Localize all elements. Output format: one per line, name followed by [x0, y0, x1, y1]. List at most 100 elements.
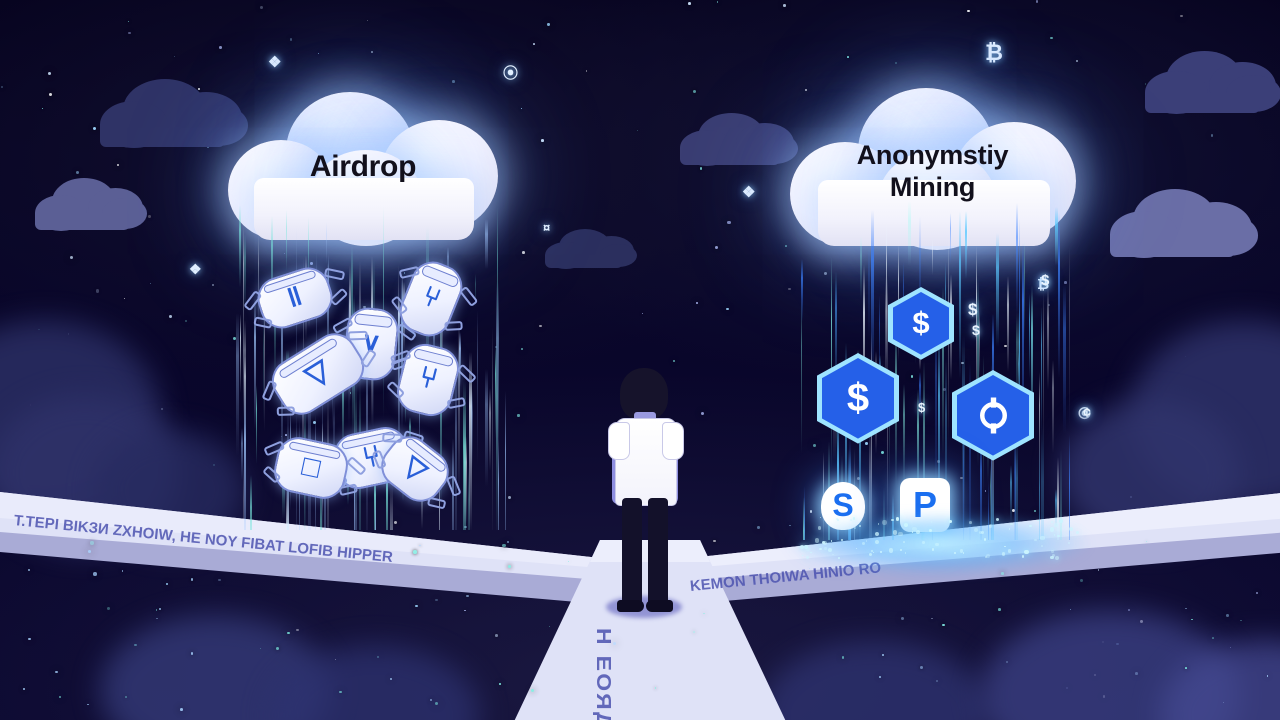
glow-spark — [87, 704, 89, 706]
glow-spark — [1057, 535, 1060, 538]
robot-limb — [347, 330, 368, 341]
star — [847, 56, 849, 59]
star — [285, 434, 288, 436]
falling-robot: ⑂ — [386, 339, 477, 421]
star — [881, 450, 885, 454]
cloud-base — [818, 180, 1050, 246]
star — [197, 87, 201, 91]
mini-currency-icon: ¢ — [1083, 404, 1091, 420]
star — [810, 510, 813, 513]
glow-spark — [1053, 534, 1056, 536]
glow-spark — [1054, 555, 1060, 560]
star — [942, 387, 947, 391]
crypto-glyph-icon: ❖ — [268, 54, 282, 71]
glow-spark — [1024, 549, 1029, 554]
glow-spark — [818, 547, 822, 551]
glow-spark — [838, 557, 841, 559]
glow-spark — [841, 656, 845, 659]
rain-streak — [1046, 287, 1049, 391]
star — [520, 107, 522, 109]
glow-spark — [801, 554, 803, 556]
background-cloud — [1145, 50, 1280, 114]
mini-currency-icon: $ — [972, 322, 980, 338]
star — [641, 312, 643, 314]
star — [1050, 36, 1053, 40]
mini-currency-icon: $ — [918, 400, 926, 415]
star — [1075, 59, 1079, 63]
star — [1240, 620, 1242, 622]
star — [366, 19, 368, 21]
glow-spark — [190, 578, 193, 581]
glow-spark — [259, 647, 262, 650]
glow-spark — [339, 690, 342, 694]
star — [507, 495, 511, 499]
glow-spark — [55, 670, 58, 674]
glow-spark — [980, 530, 984, 534]
star — [184, 319, 188, 323]
glow-spark — [854, 526, 857, 530]
star — [41, 107, 43, 110]
glow-spark — [1135, 671, 1139, 675]
star — [219, 45, 222, 49]
glow-spark — [22, 688, 25, 691]
rain-streak — [244, 355, 247, 425]
glow-spark — [877, 523, 879, 525]
star — [148, 215, 152, 219]
glow-spark — [935, 679, 939, 683]
star — [1034, 509, 1037, 512]
rain-streak — [996, 232, 999, 347]
rain-streak — [242, 226, 244, 350]
mini-currency-icon: $ — [968, 300, 978, 319]
star — [522, 250, 526, 254]
star — [174, 56, 176, 58]
cloud-base — [1145, 92, 1260, 113]
glow-spark — [803, 544, 808, 550]
star — [96, 289, 100, 293]
star — [464, 609, 466, 611]
star — [47, 72, 52, 76]
rain-streak — [256, 384, 258, 464]
star — [166, 582, 169, 585]
rain-streak — [978, 310, 981, 378]
star — [726, 307, 729, 310]
glow-spark — [819, 516, 822, 519]
glow-spark — [156, 617, 158, 620]
star — [123, 298, 125, 300]
glow-spark — [1008, 528, 1010, 530]
star — [785, 245, 787, 247]
star — [1011, 508, 1015, 512]
background-cloud — [680, 113, 798, 166]
star — [1048, 304, 1051, 307]
glow-spark — [823, 541, 828, 546]
glow-spark — [507, 565, 511, 569]
glow-spark — [106, 606, 111, 611]
star — [128, 31, 131, 35]
glow-spark — [1029, 524, 1033, 528]
star — [211, 283, 215, 287]
star — [788, 287, 791, 291]
person-shoe-left — [617, 600, 644, 612]
rain-streak — [1052, 359, 1054, 454]
star — [1063, 280, 1067, 284]
star — [149, 282, 152, 285]
star — [92, 126, 97, 130]
cloud-base — [545, 255, 623, 268]
star — [967, 10, 970, 13]
glow-spark — [919, 666, 923, 670]
person-hair — [620, 368, 668, 420]
rain-streak — [1040, 307, 1043, 435]
glow-spark — [287, 631, 290, 634]
crypto-glyph-icon: ₿ — [985, 40, 1003, 65]
rain-streak — [240, 314, 242, 394]
star — [695, 302, 698, 305]
star — [541, 139, 544, 142]
glow-spark — [27, 568, 31, 572]
glow-spark — [159, 607, 162, 610]
robot-limb — [446, 397, 466, 410]
glow-spark — [824, 547, 827, 550]
star — [283, 252, 285, 255]
rain-streak — [800, 299, 802, 454]
glow-spark — [875, 539, 880, 544]
glow-spark — [832, 553, 834, 556]
star — [1255, 591, 1259, 595]
